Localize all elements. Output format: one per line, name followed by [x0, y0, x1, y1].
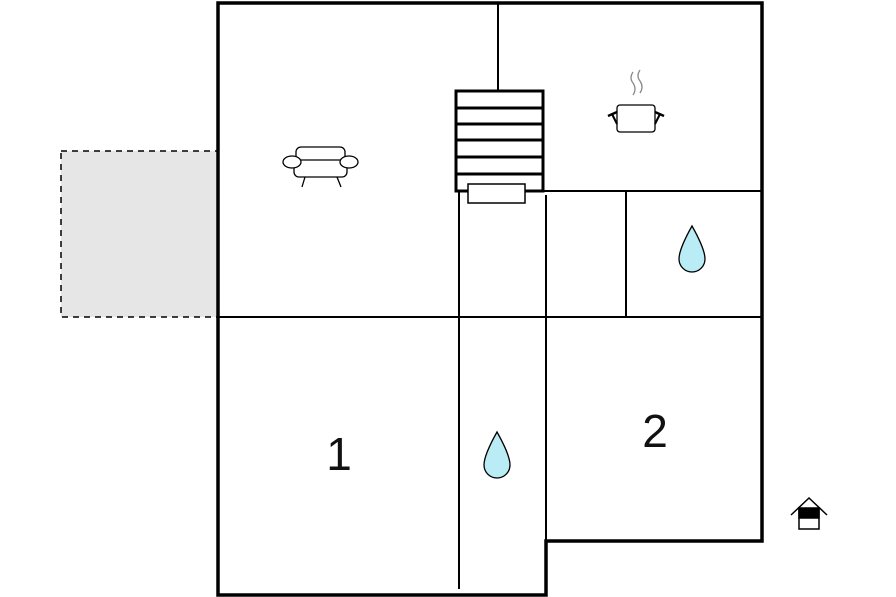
cooking-pot-icon [607, 69, 665, 133]
water-drop-icon [678, 224, 706, 273]
room-label-bedroom-2: 2 [642, 405, 668, 457]
sofa-icon [282, 146, 359, 188]
entrance-house-icon [790, 496, 828, 530]
staircase-icon [454, 89, 545, 204]
interior-walls [218, 3, 762, 589]
water-drop-icon [483, 430, 511, 479]
terrace-area [60, 150, 219, 318]
room-label-bedroom-1: 1 [326, 428, 352, 480]
